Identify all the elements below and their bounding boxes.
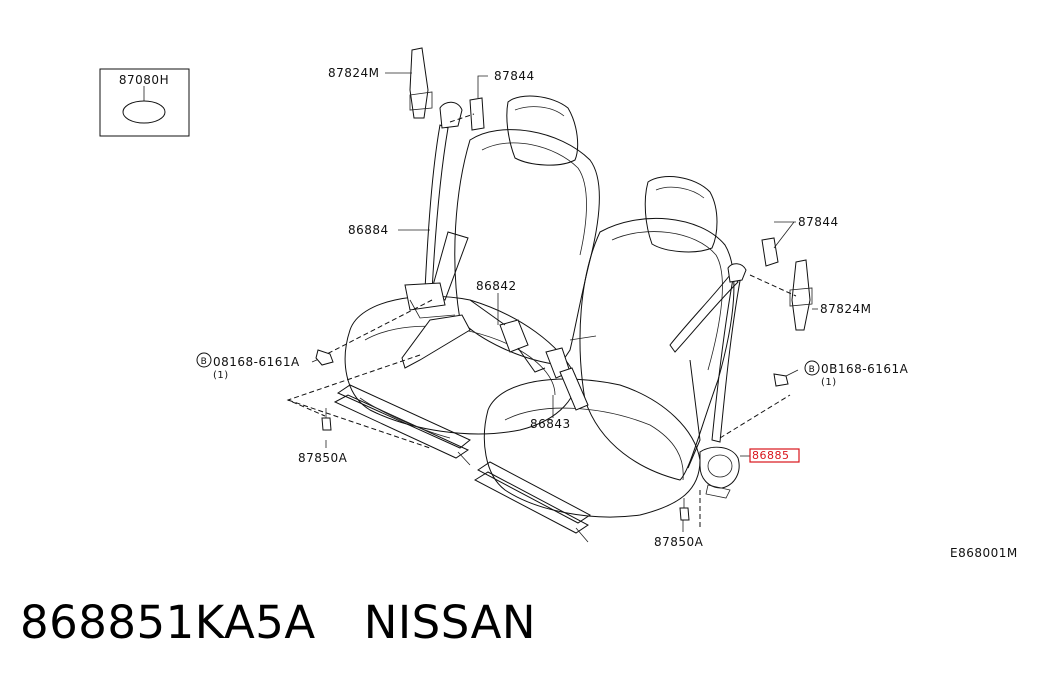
diagram-code: E868001M: [950, 546, 1018, 560]
label-87824m-left: 87824M: [328, 66, 380, 80]
grommet-label: 87080H: [119, 73, 169, 87]
highlighted-part-callout[interactable]: 86885: [749, 448, 800, 463]
label-86884: 86884: [348, 223, 389, 237]
footer-part-number: 868851KA5A: [20, 596, 316, 649]
label-86842: 86842: [476, 279, 517, 293]
bolt-left-callout: B 08168-6161A (1): [196, 352, 300, 381]
right-seat-illustration: [473, 176, 813, 543]
left-seat-illustration: [333, 47, 600, 466]
label-86885-highlight[interactable]: 86885: [752, 449, 790, 462]
footer-caption: 868851KA5A NISSAN: [20, 596, 536, 649]
label-0b168-6161a: 0B168-6161A: [821, 362, 909, 376]
label-bolt-right-qty: (1): [821, 377, 837, 388]
label-87850a-right: 87850A: [654, 535, 704, 549]
bolt-right-callout: B 0B168-6161A (1): [804, 360, 909, 388]
bolt-symbol-right: B: [809, 365, 816, 375]
footer-brand: NISSAN: [363, 596, 537, 649]
label-08168-6161a: 08168-6161A: [213, 355, 300, 369]
label-87850a-left: 87850A: [298, 451, 348, 465]
grommet-box: 87080H: [99, 68, 190, 137]
label-87844-left: 87844: [494, 69, 535, 83]
buckle-left: [469, 299, 546, 373]
label-87824m-right: 87824M: [820, 302, 872, 316]
label-87844-right: 87844: [798, 215, 839, 229]
buckle-right: [545, 335, 597, 411]
label-bolt-left-qty: (1): [213, 370, 229, 381]
fasteners: [315, 349, 789, 521]
bolt-symbol-left: B: [201, 357, 208, 367]
dashed-leaders: [286, 113, 797, 528]
label-86843: 86843: [530, 417, 571, 431]
leader-lines: [311, 72, 818, 532]
